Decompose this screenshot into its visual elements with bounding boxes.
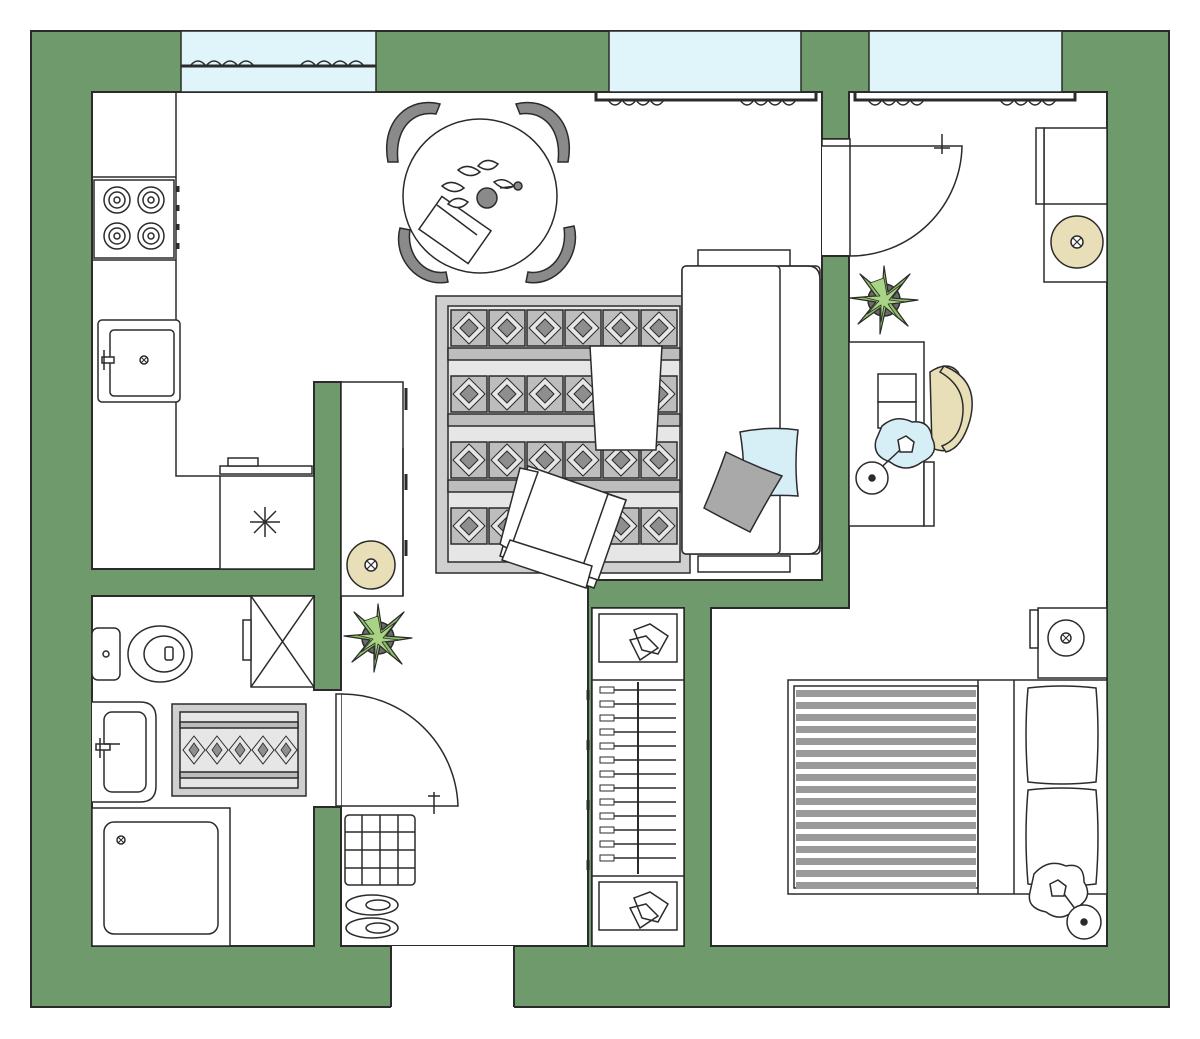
- blanket-stripe: [796, 750, 976, 757]
- dining-area: [385, 101, 577, 284]
- blanket-stripe: [796, 786, 976, 793]
- rug-diamond-tile: [450, 309, 488, 347]
- door-swing-icon: [335, 693, 459, 814]
- stove-icon: [93, 179, 180, 259]
- shoes-icon: [345, 894, 399, 939]
- blanket-stripe: [796, 822, 976, 829]
- hanger-hook: [599, 728, 615, 736]
- doormat-icon: [344, 814, 416, 886]
- rug-diamond-tile: [488, 375, 526, 413]
- rug-diamond-tile: [640, 309, 678, 347]
- bathroom: [91, 595, 315, 947]
- washing-machine-icon: [219, 457, 315, 570]
- rug-diamond-tile: [450, 375, 488, 413]
- bed-icon: [787, 679, 1108, 895]
- blanket-stripe: [796, 834, 976, 841]
- rug-diamond-tile: [450, 441, 488, 479]
- blanket-stripe: [796, 726, 976, 733]
- bathroom-sink-icon: [92, 701, 157, 803]
- hanger-hook: [599, 714, 615, 722]
- door-swing-icon: [821, 134, 963, 257]
- rug-diamond-tile: [602, 309, 640, 347]
- rug-diamond-tile: [564, 309, 602, 347]
- mat-diamond-inner: [211, 742, 223, 758]
- wardrobe-icon: [586, 607, 685, 947]
- blanket-stripe: [796, 762, 976, 769]
- mat-diamond-inner: [188, 742, 200, 758]
- rug-diamond-tile: [526, 375, 564, 413]
- hanger-hook: [599, 854, 615, 862]
- kitchen: [92, 92, 315, 570]
- window-icon: [853, 30, 1077, 106]
- mat-diamond-inner: [280, 742, 292, 758]
- armchair-icon: [499, 465, 627, 589]
- bedside-lamp-icon: [1028, 862, 1102, 940]
- blanket-stripe: [796, 858, 976, 865]
- desk-chair-icon: [929, 365, 973, 453]
- hanger-hook: [599, 812, 615, 820]
- mat-diamond-inner: [257, 742, 269, 758]
- bath-mat-icon: [171, 703, 307, 797]
- nightstand-icon: [1029, 607, 1108, 679]
- hanger-hook: [599, 686, 615, 694]
- blanket-stripe: [796, 702, 976, 709]
- hanger-rack: [599, 686, 676, 862]
- window-icon: [180, 30, 377, 93]
- blanket-stripe: [796, 714, 976, 721]
- toilet-icon: [91, 625, 193, 683]
- blanket-stripe: [796, 882, 976, 889]
- dresser-icon: [1035, 127, 1108, 283]
- blanket-stripe: [796, 798, 976, 805]
- blanket-stripe: [796, 690, 976, 697]
- shower-tray-icon: [242, 595, 315, 688]
- hanger-hook: [599, 756, 615, 764]
- blanket-stripe: [796, 870, 976, 877]
- coffee-table-icon: [589, 345, 663, 451]
- rug-diamond-tile: [640, 507, 678, 545]
- hallway: [335, 693, 459, 939]
- window-icon: [594, 30, 818, 106]
- rug-diamond-tile: [488, 309, 526, 347]
- dining-chair-icon: [385, 101, 577, 284]
- shower-base-icon: [91, 807, 231, 947]
- hanger-hook: [599, 826, 615, 834]
- blanket-stripe: [796, 810, 976, 817]
- floor-lamp-icon: [346, 540, 396, 590]
- hanger-hook: [599, 840, 615, 848]
- blanket-stripe: [796, 774, 976, 781]
- bed-blanket-stripes: [796, 690, 976, 889]
- bedroom-doorway: [822, 139, 850, 256]
- hanger-hook: [599, 770, 615, 778]
- blanket-stripe: [796, 738, 976, 745]
- windows: [180, 30, 1077, 106]
- mat-diamond-inner: [234, 742, 246, 758]
- blanket-stripe: [796, 846, 976, 853]
- bedroom: [787, 127, 1108, 940]
- hanger-hook: [599, 784, 615, 792]
- bath-mat-pattern: [182, 735, 298, 765]
- desk-lamp-icon: [855, 418, 936, 495]
- hanger-hook: [599, 798, 615, 806]
- entrance-opening: [391, 946, 514, 1008]
- kitchen-counter: [175, 92, 220, 477]
- hanger-hook: [599, 700, 615, 708]
- table-decor: [417, 159, 523, 265]
- living-room: [340, 249, 821, 673]
- kitchen-sink-icon: [97, 319, 181, 403]
- pillow-icon: [703, 427, 799, 533]
- rug-diamond-tile: [450, 507, 488, 545]
- rug-diamond-tile: [526, 309, 564, 347]
- hanger-hook: [599, 742, 615, 750]
